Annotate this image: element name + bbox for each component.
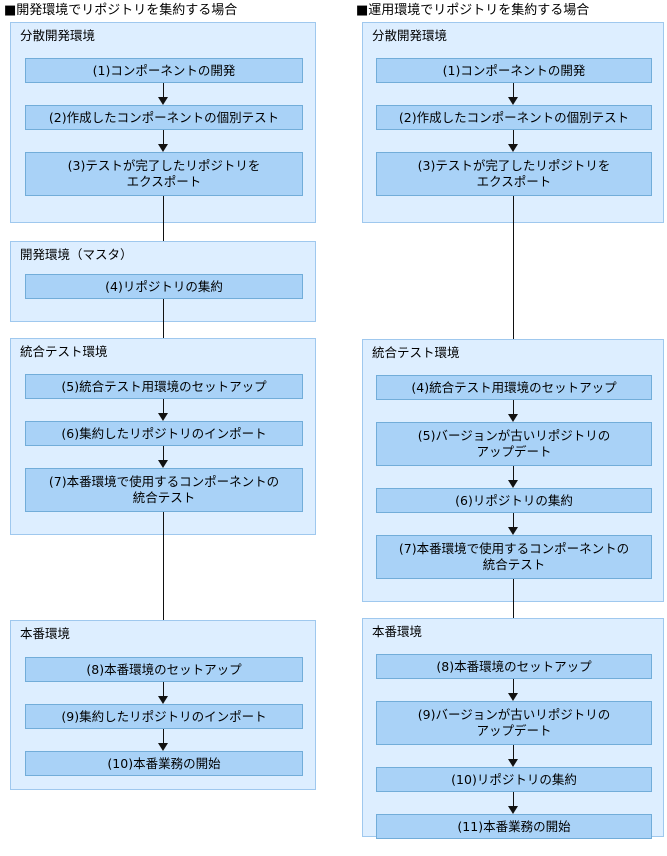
- step-right-10[interactable]: (10)リポジトリの集約: [376, 767, 652, 792]
- env-label-left-2: 開発環境（マスタ）: [20, 247, 133, 262]
- step-right-11-label: (11)本番業務の開始: [457, 818, 571, 834]
- step-left-10-label: (10)本番業務の開始: [107, 755, 221, 771]
- env-label-right-1: 分散開発環境: [372, 28, 448, 43]
- step-left-3[interactable]: (3)テストが完了したリポジトリを エクスポート: [25, 152, 303, 196]
- column-left: ■開発環境でリポジトリを集約する場合 分散開発環境 (1)コンポーネントの開発 …: [0, 0, 333, 856]
- connector-left-3-4: [163, 512, 165, 644]
- env-label-right-2: 統合テスト環境: [372, 345, 460, 360]
- step-left-4[interactable]: (4)リポジトリの集約: [25, 274, 303, 299]
- step-right-3-label-line2: エクスポート: [476, 174, 552, 189]
- step-right-9-label-line1: (9)バージョンが古いリポジトリの: [417, 707, 611, 722]
- step-right-11[interactable]: (11)本番業務の開始: [376, 814, 652, 839]
- step-left-2[interactable]: (2)作成したコンポーネントの個別テスト: [25, 105, 303, 130]
- step-left-3-label-line2: エクスポート: [126, 174, 202, 189]
- step-left-7[interactable]: (7)本番環境で使用するコンポーネントの 統合テスト: [25, 468, 303, 512]
- step-right-6-label: (6)リポジトリの集約: [455, 492, 573, 508]
- step-right-4[interactable]: (4)統合テスト用環境のセットアップ: [376, 375, 652, 400]
- step-left-7-label-line2: 統合テスト: [132, 490, 196, 505]
- step-left-8[interactable]: (8)本番環境のセットアップ: [25, 657, 303, 682]
- step-left-5[interactable]: (5)統合テスト用環境のセットアップ: [25, 374, 303, 399]
- step-right-7[interactable]: (7)本番環境で使用するコンポーネントの 統合テスト: [376, 535, 652, 579]
- step-left-6[interactable]: (6)集約したリポジトリのインポート: [25, 421, 303, 446]
- connector-right-2-3: [513, 579, 515, 639]
- step-right-8[interactable]: (8)本番環境のセットアップ: [376, 654, 652, 679]
- step-right-4-label: (4)統合テスト用環境のセットアップ: [411, 379, 617, 395]
- step-right-1[interactable]: (1)コンポーネントの開発: [376, 58, 652, 83]
- step-right-3-label-line1: (3)テストが完了したリポジトリを: [417, 158, 611, 173]
- step-left-9[interactable]: (9)集約したリポジトリのインポート: [25, 704, 303, 729]
- step-left-6-label: (6)集約したリポジトリのインポート: [61, 425, 267, 441]
- step-right-9-label-line2: アップデート: [476, 723, 552, 738]
- step-right-3[interactable]: (3)テストが完了したリポジトリを エクスポート: [376, 152, 652, 196]
- env-label-left-4: 本番環境: [20, 626, 71, 641]
- step-right-7-label-line1: (7)本番環境で使用するコンポーネントの: [398, 541, 630, 556]
- step-left-9-label: (9)集約したリポジトリのインポート: [61, 708, 267, 724]
- step-left-2-label: (2)作成したコンポーネントの個別テスト: [48, 109, 280, 125]
- step-right-2-label: (2)作成したコンポーネントの個別テスト: [398, 109, 630, 125]
- step-left-10[interactable]: (10)本番業務の開始: [25, 751, 303, 776]
- env-label-left-3: 統合テスト環境: [20, 344, 108, 359]
- step-left-4-label: (4)リポジトリの集約: [105, 278, 223, 294]
- step-left-3-label-line1: (3)テストが完了したリポジトリを: [67, 158, 261, 173]
- step-right-10-label: (10)リポジトリの集約: [451, 771, 577, 787]
- connector-right-1-2: [513, 196, 515, 359]
- step-right-9[interactable]: (9)バージョンが古いリポジトリの アップデート: [376, 701, 652, 745]
- step-right-6[interactable]: (6)リポジトリの集約: [376, 488, 652, 513]
- step-right-5-label-line1: (5)バージョンが古いリポジトリの: [417, 428, 611, 443]
- step-right-1-label: (1)コンポーネントの開発: [442, 62, 586, 78]
- step-right-7-label-line2: 統合テスト: [482, 557, 546, 572]
- step-left-5-label: (5)統合テスト用環境のセットアップ: [61, 378, 267, 394]
- env-label-right-3: 本番環境: [372, 624, 423, 639]
- step-left-1[interactable]: (1)コンポーネントの開発: [25, 58, 303, 83]
- connector-left-2-3: [163, 299, 165, 361]
- step-right-5[interactable]: (5)バージョンが古いリポジトリの アップデート: [376, 422, 652, 466]
- column-left-title: ■開発環境でリポジトリを集約する場合: [4, 3, 238, 18]
- column-right-title: ■運用環境でリポジトリを集約する場合: [356, 3, 590, 18]
- connector-left-1-2: [163, 196, 165, 258]
- step-left-1-label: (1)コンポーネントの開発: [92, 62, 236, 78]
- step-right-2[interactable]: (2)作成したコンポーネントの個別テスト: [376, 105, 652, 130]
- column-right: ■運用環境でリポジトリを集約する場合 分散開発環境 (1)コンポーネントの開発 …: [334, 0, 667, 856]
- step-left-8-label: (8)本番環境のセットアップ: [86, 661, 242, 677]
- step-right-5-label-line2: アップデート: [476, 444, 552, 459]
- env-label-left-1: 分散開発環境: [20, 28, 96, 43]
- step-left-7-label-line1: (7)本番環境で使用するコンポーネントの: [48, 474, 280, 489]
- step-right-8-label: (8)本番環境のセットアップ: [436, 658, 592, 674]
